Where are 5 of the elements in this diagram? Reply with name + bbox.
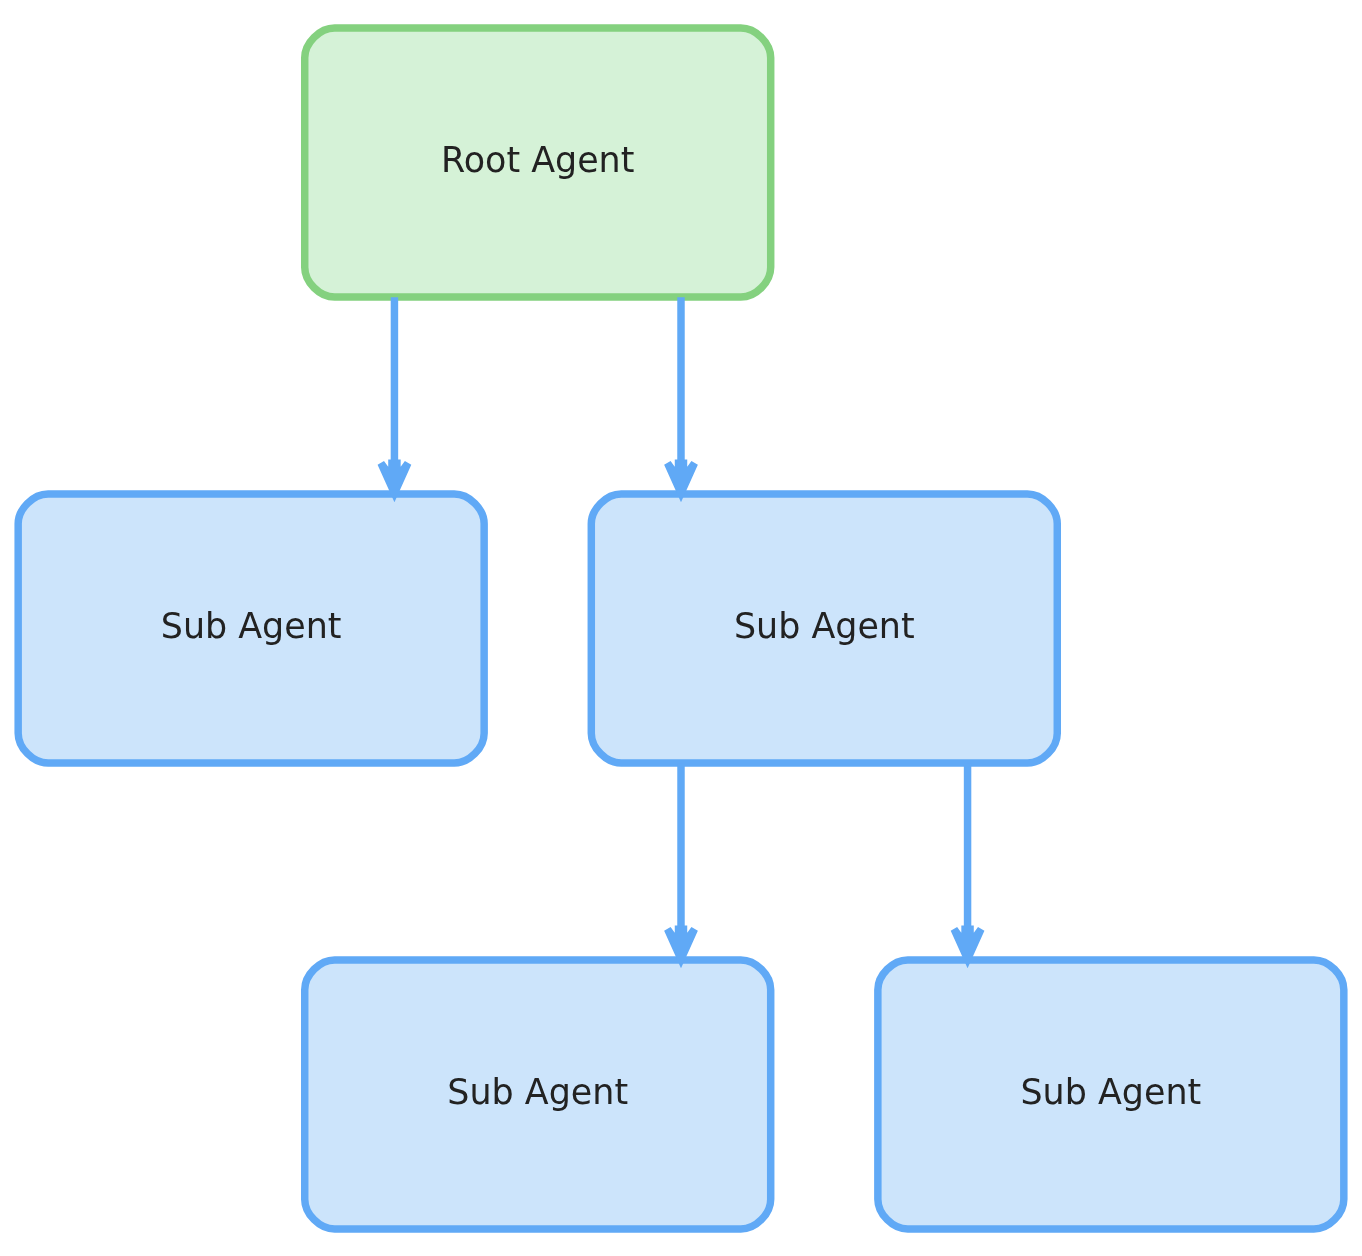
- node-box: Root Agent: [301, 23, 775, 301]
- node-box: Sub Agent: [14, 489, 488, 767]
- node-box: Sub Agent: [587, 489, 1061, 767]
- node-box: Sub Agent: [301, 955, 775, 1233]
- node-box: Sub Agent: [874, 955, 1348, 1233]
